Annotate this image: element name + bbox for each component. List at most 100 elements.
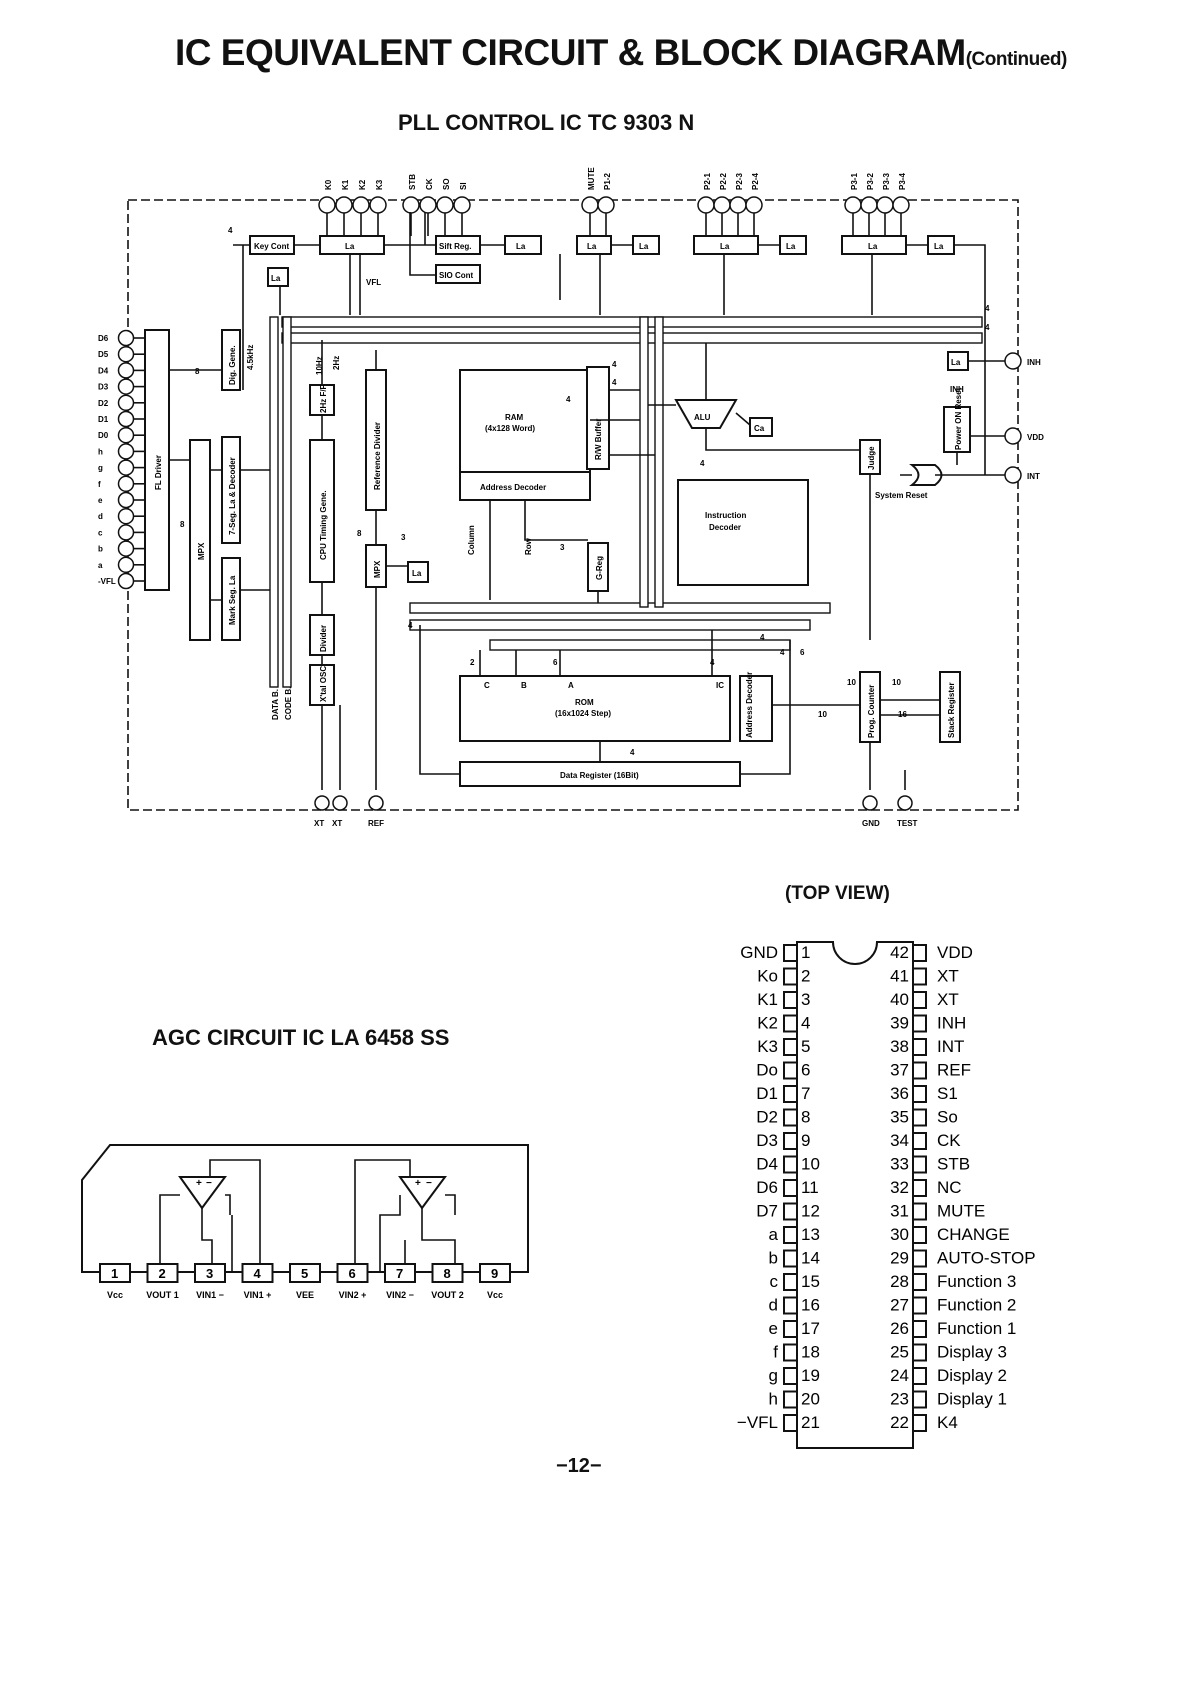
pinout-left-label: K3	[757, 1037, 778, 1056]
pinout-right-label: Display 3	[937, 1343, 1007, 1362]
seg-decoder-block	[221, 436, 241, 544]
opamp-1-plus: +	[196, 1178, 202, 1189]
bus-width-label: 4	[408, 621, 413, 630]
10hz-signal-label: 10Hz	[315, 356, 324, 375]
agc-pin-box	[194, 1263, 226, 1283]
pll-top-pin-label: P3-4	[898, 173, 907, 190]
key-latch-label: La	[345, 242, 355, 251]
pll-top-pin-label: P2-2	[719, 173, 728, 190]
pinout-right-pin	[912, 1296, 927, 1315]
pll-left-pin-label: e	[98, 496, 103, 505]
pinout-right-number: 32	[890, 1178, 909, 1197]
pll-left-pin-label: d	[98, 512, 103, 521]
instruction-decoder-label-2: Decoder	[709, 523, 741, 532]
bus-width-label: 4	[780, 648, 785, 657]
code-b-label: CODE B.	[284, 687, 293, 720]
latch-small-label: La	[271, 274, 281, 283]
pll-top-pin	[876, 196, 894, 214]
pll-left-pin-label: -VFL	[98, 577, 116, 586]
rom-address-decoder-block	[739, 675, 773, 742]
ram-sublabel: (4x128 Word)	[485, 424, 535, 433]
ff-label: 2Hz F/F	[319, 384, 328, 413]
khz-signal-label: 4.5kHz	[246, 345, 255, 370]
rom-b-label: B	[521, 681, 527, 690]
pinout-right-label: Display 1	[937, 1390, 1007, 1409]
agc-pin-number: 8	[444, 1266, 451, 1281]
pll-top-pin	[318, 196, 336, 214]
display-driver-blocks: FL Driver MPX Dig. Gene. 4.5kHz 7-Seg. L…	[144, 329, 293, 720]
pll-left-pin	[117, 378, 135, 395]
instruction-decoder-label-1: Instruction	[705, 511, 746, 520]
pinout-left-number: 16	[801, 1296, 820, 1315]
page-title-main: IC EQUIVALENT CIRCUIT & BLOCK DIAGRAM	[175, 32, 966, 73]
dig-gene-label: Dig. Gene.	[228, 345, 237, 385]
pinout-left-pin	[783, 1320, 798, 1338]
pll-bottom-pin-label: REF	[368, 819, 384, 828]
ram-label: RAM	[505, 413, 524, 422]
pinout-left-pin	[783, 1108, 798, 1127]
data-b-label: DATA B.	[271, 689, 280, 720]
agc-pin-box	[289, 1263, 321, 1283]
bus-width-label: 4	[566, 395, 571, 404]
agc-opamp-2-wires	[354, 1159, 456, 1272]
bus-width-label: 10	[847, 678, 856, 687]
pll-top-pin-label: K1	[341, 179, 350, 190]
pinout-right-pin	[912, 1273, 927, 1291]
pll-right-pin-label: INH	[1027, 358, 1041, 367]
vfl-signal-label: VFL	[366, 278, 381, 287]
pll-top-pin	[597, 196, 615, 214]
pinout-right-pin	[912, 1038, 927, 1056]
pinout-right-number: 27	[890, 1296, 909, 1315]
pinout-right-pin	[912, 1320, 927, 1338]
pll-left-pin	[117, 491, 135, 509]
pll-top-pin	[436, 196, 454, 214]
pll-bottom-pin-label: GND	[862, 819, 880, 828]
pinout-right-pin	[912, 991, 927, 1009]
pinout-left-pin	[783, 1390, 798, 1409]
pinout-left-number: 9	[801, 1131, 810, 1150]
pll-left-pin	[117, 556, 135, 574]
pinout-left-number: 6	[801, 1061, 810, 1080]
pll-left-pin-label: D5	[98, 350, 109, 359]
pinout-left-label: D2	[756, 1108, 778, 1127]
pinout-right-number: 37	[890, 1061, 909, 1080]
pinout-left-number: 15	[801, 1272, 820, 1291]
agc-pin-number: 7	[396, 1266, 403, 1281]
pinout-left-pin	[783, 1038, 798, 1056]
pinout-right-label: CK	[937, 1131, 961, 1150]
column-signal-label: Column	[467, 525, 476, 555]
data-b-bus	[269, 316, 279, 688]
ram-blocks: RAM (4x128 Word) Address Decoder R/W Buf…	[459, 366, 655, 603]
pinout-right-number: 38	[890, 1037, 909, 1056]
rom-wires	[419, 625, 940, 790]
pll-top-pin-label: STB	[408, 174, 417, 190]
pinout-right-pin	[912, 1390, 927, 1409]
pll-top-pin	[745, 196, 763, 214]
pinout-right-number: 42	[890, 943, 909, 962]
rom-sublabel: (16x1024 Step)	[555, 709, 611, 718]
sio-cont-block	[435, 264, 481, 284]
mute-latch2-label: La	[639, 242, 649, 251]
opamp-2-plus: +	[415, 1178, 421, 1189]
pinout-right-pin	[912, 1061, 927, 1080]
timing-wires	[321, 340, 408, 790]
pinout-right-number: 30	[890, 1225, 909, 1244]
stack-register-block	[939, 671, 961, 743]
inh-signal-label: INH	[950, 385, 964, 394]
pinout-left-label: h	[769, 1390, 778, 1409]
pinout-right-pin	[912, 1367, 927, 1385]
agc-pin-box	[99, 1263, 131, 1283]
pinout-right-number: 22	[890, 1413, 909, 1432]
display-driver-wires	[169, 369, 270, 601]
opamp-2-minus: −	[426, 1178, 432, 1189]
pll-left-pin-label: f	[98, 480, 101, 489]
pll-top-pin	[713, 196, 731, 214]
mpx-left-block	[189, 439, 211, 641]
data-register-label: Data Register (16Bit)	[560, 771, 639, 780]
pinout-right-label: Function 2	[937, 1296, 1016, 1315]
